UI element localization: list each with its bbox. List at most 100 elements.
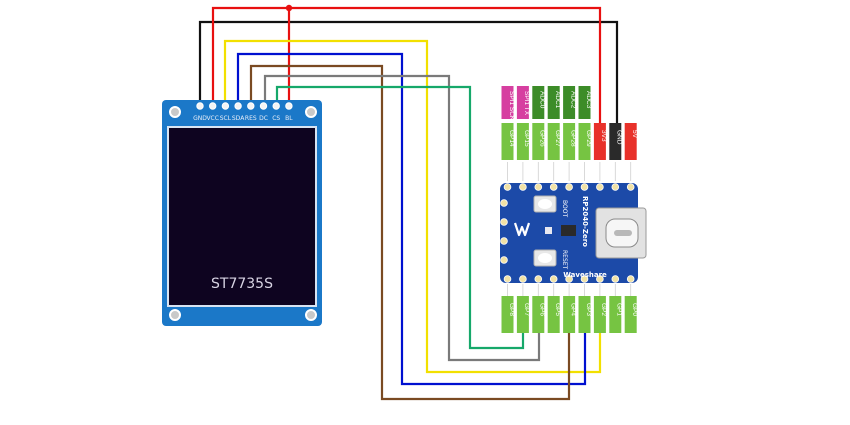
function-label-text: SPI1 TX <box>523 91 530 116</box>
function-label-adc2 <box>563 86 576 119</box>
display-pin-label-vcc: VCC <box>206 115 218 122</box>
display-pin-label-cs: CS <box>272 115 280 122</box>
display-pin-pad-dc <box>259 102 268 110</box>
top-pin-label-gp14 <box>501 123 514 160</box>
display-chip-label: ST7735S <box>211 276 273 292</box>
top-pin-label-text: GP29 <box>585 130 592 147</box>
board-pad-bottom <box>534 275 543 283</box>
mount-hole <box>305 106 317 118</box>
bottom-pin-label-text: GP7 <box>523 303 530 316</box>
board-model-label: RP2040-Zero <box>581 196 589 247</box>
board-pad-bottom <box>503 275 512 283</box>
top-pin-label-5v <box>624 123 637 160</box>
display-pin-pad-scl <box>221 102 230 110</box>
bottom-pin-label-gp7 <box>516 296 529 333</box>
board-brand-label: Waveshare <box>563 271 607 279</box>
bottom-pin-label-gp8 <box>501 296 514 333</box>
board-pad-top <box>626 183 635 191</box>
function-label-text: ADC3 <box>585 91 592 109</box>
function-label-text: ADC2 <box>569 91 576 109</box>
top-pin-label-gp26 <box>532 123 545 160</box>
board-pad-bottom <box>565 275 573 283</box>
mount-hole <box>169 106 181 118</box>
board-pad-bottom <box>596 275 604 283</box>
wire-gnd <box>198 20 619 123</box>
board-pad-top <box>534 183 543 191</box>
top-pin-label-gp29 <box>578 123 591 160</box>
bottom-pin-label-gp2 <box>593 296 606 333</box>
bottom-pin-label-text: GP0 <box>631 303 638 316</box>
top-pin-label-text: GND <box>616 130 623 145</box>
top-pin-label-text: 5V <box>631 130 638 139</box>
board-pad-bottom <box>611 275 620 283</box>
display-pin-pad-gnd <box>196 102 204 110</box>
bottom-pin-label-text: GP8 <box>508 303 515 316</box>
bottom-pin-label-gp0 <box>624 296 637 333</box>
board-pad-top <box>519 183 527 191</box>
usb-c-tongue <box>614 230 632 236</box>
mount-hole <box>305 309 317 321</box>
wire-junction <box>285 4 293 12</box>
display-pin-pad-bl <box>285 102 293 110</box>
wire-cs <box>275 85 525 350</box>
bottom-pin-label-text: GP6 <box>539 303 546 316</box>
board-pad-side <box>500 256 508 264</box>
reset-label: RESET <box>561 250 568 270</box>
top-pin-label-gp28 <box>563 123 576 160</box>
board-pad-side <box>500 218 508 226</box>
board-pad-top <box>596 183 604 191</box>
board-pad-bottom <box>519 275 527 283</box>
board-pad-bottom <box>549 275 558 283</box>
wires <box>198 4 619 401</box>
bottom-pin-label-gp3 <box>578 296 591 333</box>
bottom-pin-label-gp6 <box>532 296 545 333</box>
display-pin-label-bl: BL <box>285 115 293 122</box>
bottom-pin-label-gp1 <box>609 296 622 333</box>
display-pin-label-gnd: GND <box>193 115 207 122</box>
wire-res <box>249 64 571 401</box>
bottom-pin-label-text: GP1 <box>616 303 623 316</box>
wire-dc <box>263 74 541 362</box>
function-label-adc1 <box>547 86 560 119</box>
display-pin-label-scl: SCL <box>220 115 232 122</box>
top-pin-label-gnd <box>609 123 622 160</box>
top-pin-label-text: GP26 <box>539 130 546 147</box>
top-pin-label-gp27 <box>547 123 560 160</box>
top-pin-label-3v3 <box>593 123 606 160</box>
function-label-text: ADC0 <box>539 91 546 109</box>
board-pad-top <box>611 183 620 191</box>
bottom-pin-label-gp4 <box>563 296 576 333</box>
function-label-adc3 <box>578 86 591 119</box>
top-pin-label-text: GP27 <box>554 130 561 147</box>
waveshare-logo-icon <box>513 222 531 237</box>
top-pin-label-text: GP28 <box>569 130 576 147</box>
function-label-spi1-sck <box>501 86 514 119</box>
top-pin-label-text: GP14 <box>508 130 515 147</box>
board-pad-top <box>549 183 558 191</box>
wire-vcc <box>211 6 602 123</box>
board-pad-side <box>500 199 508 207</box>
rp2040-chip <box>561 225 576 236</box>
top-pin-label-gp15 <box>516 123 529 160</box>
boot-label: BOOT <box>561 200 568 217</box>
mount-hole <box>169 309 181 321</box>
function-label-text: ADC1 <box>554 91 561 109</box>
display-pin-label-dc: DC <box>259 115 268 122</box>
bottom-pin-label-gp5 <box>547 296 560 333</box>
wire-sda <box>236 52 587 386</box>
display-pin-label-sda: SDA <box>232 115 245 122</box>
display-pin-pad-sda <box>234 102 242 110</box>
display-screen <box>169 128 315 305</box>
board-pad-top <box>580 183 589 191</box>
display-pin-pad-cs <box>272 102 280 110</box>
board-pad-bottom <box>580 275 589 283</box>
wire-scl <box>223 39 602 374</box>
bottom-pin-label-text: GP5 <box>554 303 561 316</box>
board-pad-bottom <box>626 275 635 283</box>
board-pad-top <box>565 183 573 191</box>
top-pin-label-text: GP15 <box>523 130 530 147</box>
function-label-spi1-tx <box>516 86 529 119</box>
rgb-led <box>545 227 552 234</box>
